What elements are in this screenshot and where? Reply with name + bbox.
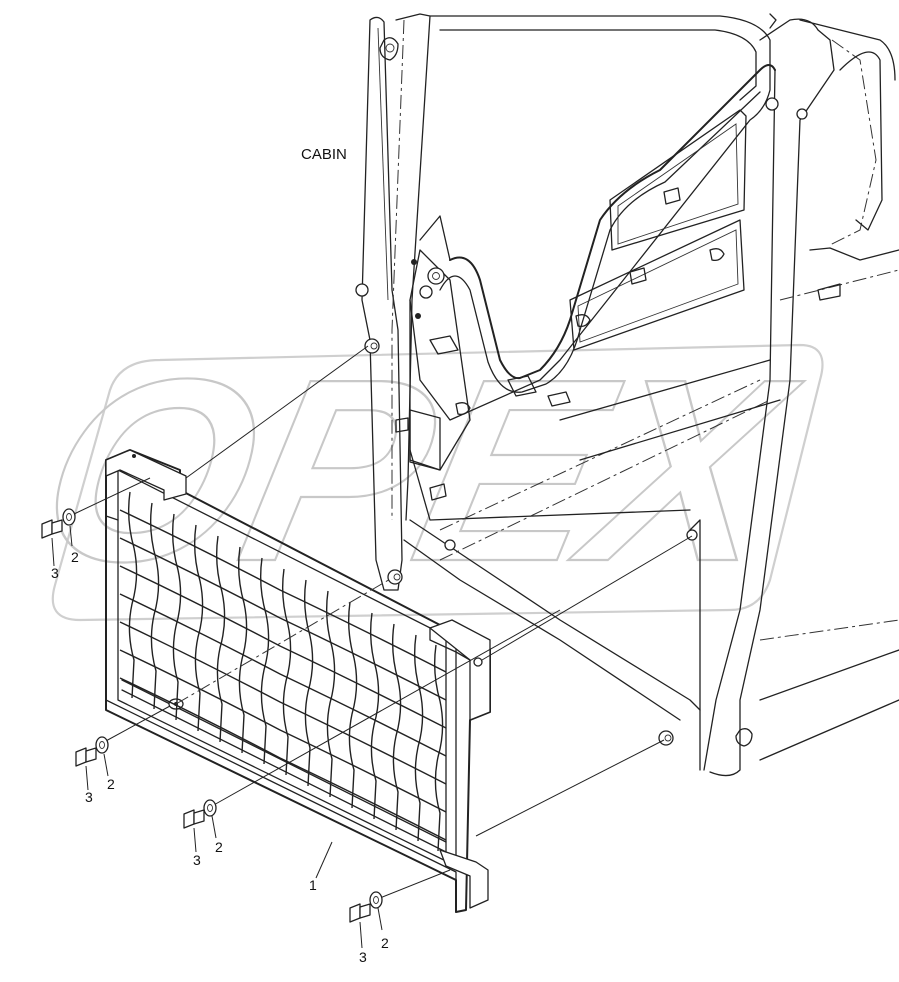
bolt-part-3 bbox=[349, 903, 371, 923]
bolt-part-3 bbox=[75, 747, 97, 767]
washer-part-2 bbox=[369, 891, 383, 909]
fastener-set-1 bbox=[41, 508, 76, 567]
washer-part-2 bbox=[95, 736, 109, 754]
callout-washer-2: 2 bbox=[381, 935, 389, 951]
alignment-lines bbox=[73, 345, 693, 899]
cabin-structure bbox=[355, 13, 899, 777]
mesh-grid bbox=[119, 491, 447, 852]
fastener-set-4 bbox=[349, 891, 383, 949]
callout-washer-2: 2 bbox=[215, 839, 223, 855]
callout-bolt-3: 3 bbox=[51, 565, 59, 581]
fastener-set-3 bbox=[183, 799, 217, 853]
callout-part-1: 1 bbox=[309, 877, 317, 893]
washer-part-2 bbox=[203, 799, 217, 817]
callout-bolt-3: 3 bbox=[85, 789, 93, 805]
washer-part-2 bbox=[62, 508, 76, 526]
callout-bolt-3: 3 bbox=[193, 852, 201, 868]
callout-washer-2: 2 bbox=[71, 549, 79, 565]
fastener-set-2 bbox=[75, 736, 109, 791]
bolt-part-3 bbox=[41, 519, 63, 539]
part-1-screen-guard bbox=[105, 449, 491, 913]
callout-bolt-3: 3 bbox=[359, 949, 367, 965]
cabin-label: CABIN bbox=[301, 146, 347, 163]
part-1-leader bbox=[315, 841, 333, 879]
callout-washer-2: 2 bbox=[107, 776, 115, 792]
bolt-part-3 bbox=[183, 809, 205, 829]
